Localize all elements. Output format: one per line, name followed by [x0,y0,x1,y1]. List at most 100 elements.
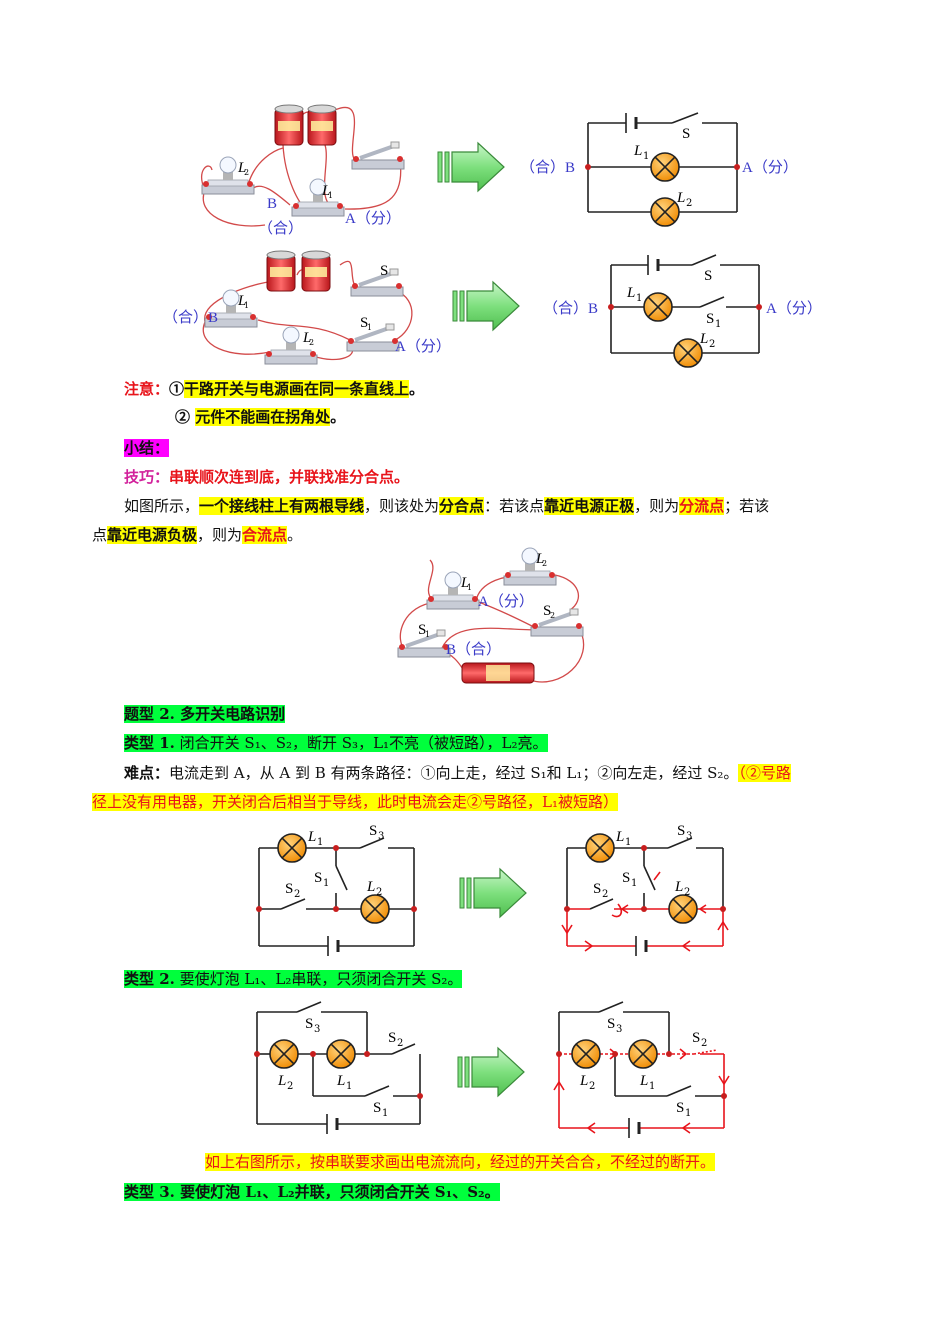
explain-line-2: 点靠近电源负极，则为合流点。 [92,526,303,544]
svg-text:S: S [676,1100,684,1116]
type2-line: 类型 2. 要使灯泡 L₁、L₂串联，只须闭合开关 S₂。 [124,970,463,988]
photo-circuit-2: L1 L2 S S1 （合）B A（分） [163,250,451,365]
photo-circuit-1: L2 L1 B （合） A（分） [193,100,410,240]
svg-text:2: 2 [309,338,314,347]
svg-text:2: 2 [287,1081,293,1092]
svg-text:S: S [305,1016,313,1032]
svg-text:S: S [706,311,714,327]
label-S: S [682,126,690,142]
svg-text:L: L [302,330,311,346]
svg-text:1: 1 [346,1081,352,1092]
arrow-1 [437,142,505,192]
explain-line-1: 如图所示，一个接线柱上有两根导线，则该处为分合点：若该点靠近电源正极，则为分流点… [124,497,770,515]
svg-text:S: S [380,263,388,279]
svg-text:1: 1 [323,878,329,889]
svg-text:1: 1 [367,323,372,332]
svg-text:L: L [307,829,316,845]
svg-text:L: L [674,879,683,895]
svg-text:1: 1 [636,293,642,304]
svg-text:S: S [314,870,322,886]
svg-text:2: 2 [542,559,547,568]
svg-text:A（分）: A（分） [766,300,822,317]
caption-line: 如上右图所示，按串联要求画出电流流向，经过的开关合合，不经过的断开。 [205,1153,716,1171]
difficulty-line-1: 难点：电流走到 A，从 A 到 B 有两条路径：①向上走，经过 S₁和 L₁；②… [124,764,791,782]
svg-text:L: L [535,551,544,567]
svg-text:S: S [285,881,293,897]
arrow-2 [452,281,520,331]
svg-text:S: S [543,603,551,619]
svg-text:S: S [622,870,630,886]
svg-text:S: S [369,823,377,839]
svg-text:L: L [615,829,624,845]
label-he-B: （合）B [520,159,575,176]
svg-text:L: L [639,1073,648,1089]
label-A-fen-3: A（分） [395,338,451,355]
svg-text:2: 2 [244,168,249,177]
svg-text:2: 2 [550,611,555,620]
label-A-fen: A（分） [345,210,401,227]
circuit-type2-right [558,1001,724,1097]
svg-text:2: 2 [701,1038,707,1049]
svg-text:1: 1 [467,583,472,592]
svg-text:（合）B: （合）B [543,300,598,317]
svg-text:2: 2 [589,1081,595,1092]
label-he-B-2: （合）B [163,309,218,326]
svg-text:1: 1 [425,630,430,639]
svg-text:L: L [321,183,330,199]
type3-line: 类型 3. 要使灯泡 L₁、L₂并联，只须闭合开关 S₁、S₂。 [124,1183,500,1201]
arrow-3 [459,868,527,918]
svg-text:3: 3 [378,831,384,842]
svg-text:1: 1 [244,301,249,310]
svg-text:1: 1 [715,319,721,330]
type1-line: 类型 1. 闭合开关 S₁、S₂，断开 S₃，L₁不亮（被短路），L₂亮。 [124,734,548,752]
svg-text:L: L [626,285,635,301]
svg-text:S: S [418,622,426,638]
svg-text:2: 2 [684,887,690,898]
svg-text:A（分）: A（分） [478,593,534,610]
svg-text:1: 1 [631,878,637,889]
label-L2: L [676,190,685,206]
svg-text:2: 2 [294,889,300,900]
note-label: 注意： [124,380,170,398]
svg-text:L: L [237,293,246,309]
svg-text:L: L [579,1073,588,1089]
svg-text:3: 3 [314,1024,320,1035]
note-line-2: ② 元件不能画在拐角处。 [175,408,346,426]
note-line-1: 注意：①干路开关与电源画在同一条直线上。 [124,380,425,398]
svg-text:L: L [699,331,708,347]
tip-line: 技巧：串联顺次连到底，并联找准分合点。 [124,468,410,486]
svg-text:S: S [360,315,368,331]
label-L1: L [633,143,642,159]
svg-text:S: S [593,881,601,897]
svg-text:2: 2 [397,1038,403,1049]
photo-circuit-3: L1 L2 S2 S1 A（分） B（合） [396,547,585,684]
svg-text:1: 1 [382,1108,388,1119]
svg-text:S: S [704,268,712,284]
svg-text:S: S [692,1030,700,1046]
svg-text:3: 3 [616,1024,622,1035]
svg-text:L: L [277,1073,286,1089]
schematic-2 [610,254,760,354]
schematic-1 [587,112,738,213]
label-he: （合） [258,220,303,237]
label-A-fen-2: A（分） [742,159,798,176]
svg-text:1: 1 [649,1081,655,1092]
svg-text:B（合）: B（合） [446,641,501,658]
svg-text:2: 2 [376,887,382,898]
svg-text:S: S [388,1030,396,1046]
summary-label: 小结： [124,439,170,457]
svg-text:2: 2 [686,198,692,209]
svg-text:L: L [237,160,246,176]
svg-text:1: 1 [643,151,649,162]
label-B: B [267,196,277,212]
svg-text:1: 1 [328,191,333,200]
difficulty-line-2: 径上没有用电器，开关闭合后相当于导线，此时电流会走②号路径，L₁被短路） [92,793,618,811]
svg-text:2: 2 [709,339,715,350]
circuit-type1-right [566,837,724,910]
svg-text:1: 1 [685,1108,691,1119]
svg-text:3: 3 [686,831,692,842]
svg-text:S: S [677,823,685,839]
svg-text:L: L [460,575,469,591]
